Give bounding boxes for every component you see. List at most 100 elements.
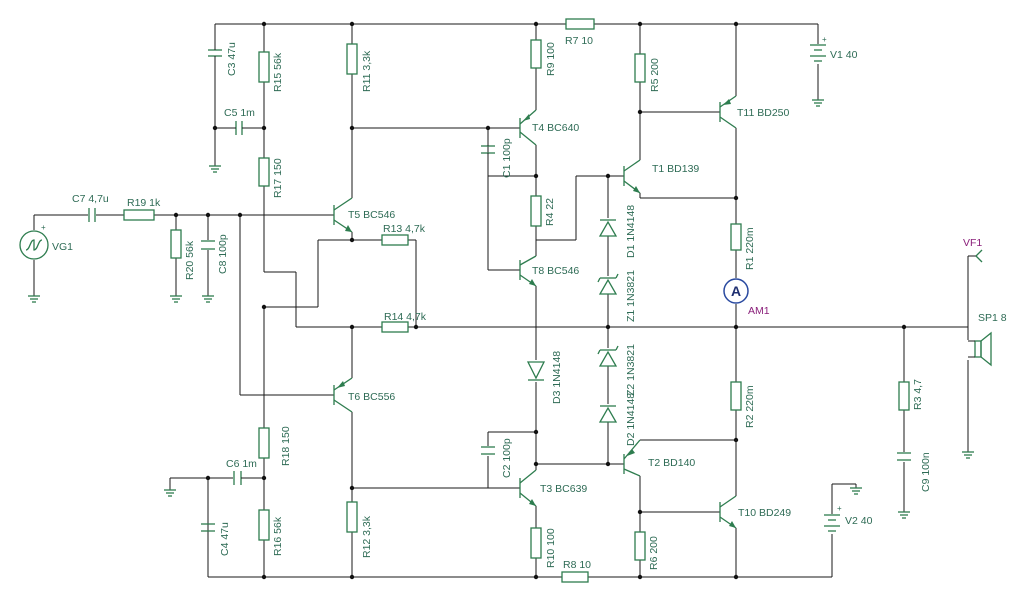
label-r8: R8 10 [563,559,591,571]
label-t1: T1 BD139 [652,163,699,175]
diode-d1 [598,219,618,237]
label-vf1: VF1 [963,237,982,249]
label-r3: R3 4,7 [912,379,924,410]
resistor-r11 [346,43,358,75]
label-d2: D2 1N4148 [625,393,637,446]
label-r18: R18 150 [280,426,292,466]
capacitor-c4 [201,523,215,532]
label-r17: R17 150 [272,158,284,198]
diode-d2 [598,405,618,423]
label-r13: R13 4,7k [383,223,426,235]
label-c8: C8 100p [217,234,229,274]
transistor-t8 [519,255,537,287]
transistor-t5 [333,197,353,233]
resistor-r5 [634,53,646,83]
resistor-r4 [530,195,542,227]
capacitor-c2 [481,446,495,455]
label-v1: V1 40 [830,49,858,61]
label-sp1: SP1 8 [978,312,1007,324]
ground-icon [962,451,974,459]
ground-icon [850,484,862,495]
ammeter-icon: A [723,278,749,304]
label-t8: T8 BC546 [532,265,579,277]
label-t2: T2 BD140 [648,457,695,469]
resistor-r7 [565,18,595,30]
svg-text:A: A [731,283,741,299]
label-d1: D1 1N4148 [625,205,637,258]
transistor-t11 [719,95,737,129]
component-labels: C3 47u R15 56k R11 3,3k R9 100 R7 10 V1 … [52,35,1007,571]
label-z1: Z1 1N3821 [625,270,637,322]
label-r19: R19 1k [127,197,161,209]
speaker-icon [968,331,992,367]
battery-icon: + [810,35,827,62]
ground-icon [28,295,40,303]
resistor-r1 [730,223,742,251]
resistor-r14 [381,321,409,333]
resistor-r8 [561,571,589,583]
resistor-r18 [258,427,270,459]
label-r1: R1 220m [744,227,756,270]
capacitor-c5 [230,121,248,135]
capacitor-c8 [201,240,215,250]
resistor-r13 [381,234,409,246]
resistor-r20 [170,229,182,259]
label-c4: C4 47u [219,522,231,556]
resistor-r6 [634,531,646,561]
zener-z1 [597,273,619,295]
transistor-t6 [333,377,353,413]
label-r16: R16 56k [272,516,284,556]
label-t3: T3 BC639 [540,483,587,495]
capacitor-c1 [481,140,495,158]
label-c1: C1 100p [501,138,513,178]
label-r5: R5 200 [649,58,661,92]
label-r6: R6 200 [648,536,660,570]
label-t4: T4 BC640 [532,122,579,134]
transistors [333,95,737,529]
transistor-t2 [623,439,641,477]
voltage-probe-icon [975,249,983,263]
resistor-r2 [730,381,742,411]
ground-icon [202,295,214,303]
diodes [526,219,619,423]
resistor-r17 [258,157,270,187]
label-z2: Z2 1N3821 [625,344,637,396]
label-r15: R15 56k [272,52,284,92]
zener-z2 [597,345,619,367]
diode-d3 [526,361,546,381]
label-v2: V2 40 [845,515,873,527]
label-r20: R20 56k [184,240,196,280]
wires [33,23,976,578]
label-c3: C3 47u [226,42,238,76]
resistor-r10 [530,527,542,559]
label-t11: T11 BD250 [737,107,789,119]
label-vg1: VG1 [52,241,73,253]
label-r12: R12 3,3k [361,515,373,558]
resistor-r15 [258,51,270,83]
label-c9: C9 100n [920,452,932,492]
label-r2: R2 220m [744,385,756,428]
capacitor-c9 [897,452,911,461]
resistor-r19 [123,209,155,221]
label-r14: R14 4,7k [384,311,427,323]
resistors [123,18,910,583]
ground-icon [812,99,824,107]
label-r4: R4 22 [544,198,556,226]
transistor-t3 [519,469,537,507]
label-t10: T10 BD249 [738,507,791,519]
ground-icon [898,511,910,519]
label-r9: R9 100 [545,42,557,76]
battery-icon: + [824,504,842,532]
label-c6: C6 1m [226,458,257,470]
capacitor-c6 [233,471,253,485]
label-d3: D3 1N4148 [551,351,563,404]
label-t6: T6 BC556 [348,391,395,403]
capacitors [88,40,911,532]
resistor-r12 [346,501,358,533]
junction-dots [173,21,907,580]
label-r11: R11 3,3k [361,50,373,92]
transistor-t10 [719,440,737,529]
resistor-r9 [530,39,542,69]
svg-text:+: + [837,504,842,513]
